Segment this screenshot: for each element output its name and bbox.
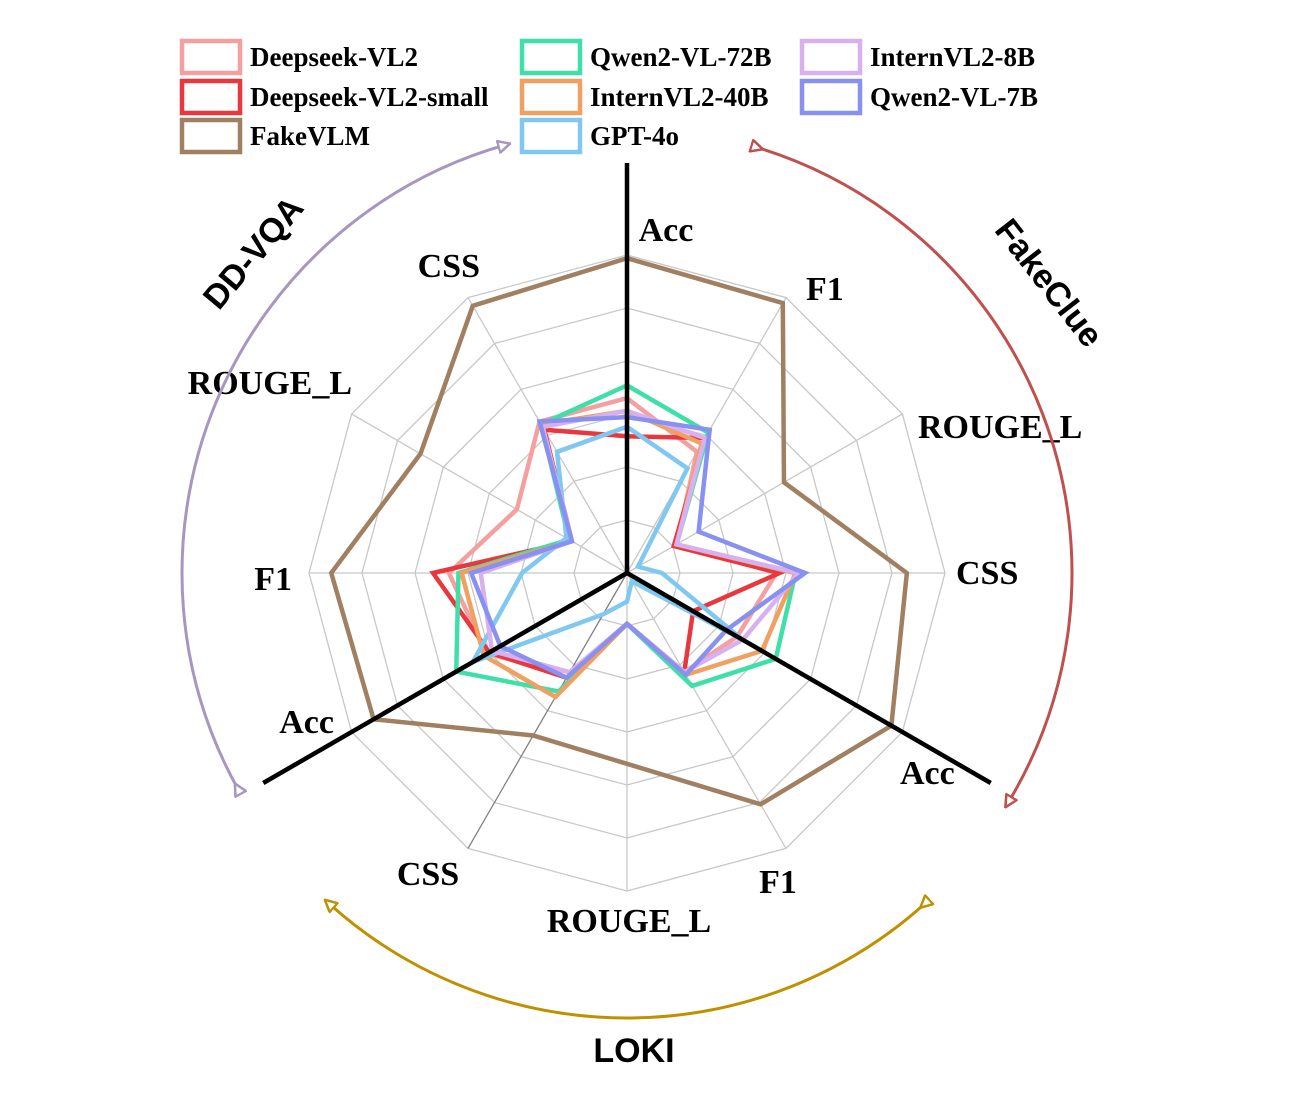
axis-label: ROUGE_L [547,903,711,940]
legend-swatch [179,117,243,155]
grid-spoke [467,572,628,849]
group-label-loki: LOKI [593,1032,674,1070]
legend-label: Deepseek-VL2-small [250,82,489,112]
legend-swatch [179,38,243,76]
series-line-qwen2-vl-7b [468,414,810,681]
legend-swatch [799,38,863,76]
axis-label: Acc [900,755,955,792]
axis-label: F1 [759,864,797,901]
legend-label: Qwen2-VL-7B [870,82,1038,112]
legend-label: GPT-4o [590,121,679,151]
series-line-gpt-4o [467,424,745,667]
group-arc-fakeclue [757,147,1074,802]
axis-label: ROUGE_L [918,409,1082,446]
legend-label: InternVL2-8B [870,42,1035,72]
group-label-dd-vqa: DD-VQA [196,189,311,316]
legend-label: InternVL2-40B [590,82,769,112]
series-lines [328,255,910,807]
legend-swatch [519,117,583,155]
legend-label: FakeVLM [250,121,370,151]
axis-label: Acc [639,212,694,249]
legend-label: Deepseek-VL2 [250,42,418,72]
axis-label: F1 [254,561,292,598]
legend-swatch [519,78,583,116]
legend-swatch [179,78,243,116]
group-label-fakeclue: FakeClue [987,212,1110,355]
group-arc-loki [329,904,925,1020]
axis-label: F1 [806,271,844,308]
series-line-fakevlm [328,255,910,807]
axis-label: CSS [418,248,480,285]
legend-swatch [519,38,583,76]
axis-label: ROUGE_L [188,365,352,402]
axis-label: Acc [279,704,334,741]
legend-label: Qwen2-VL-72B [590,42,772,72]
axis-label: CSS [956,555,1018,592]
axis-label: CSS [397,856,459,893]
legend-swatch [799,78,863,116]
group-arc-dd-vqa [180,145,504,789]
